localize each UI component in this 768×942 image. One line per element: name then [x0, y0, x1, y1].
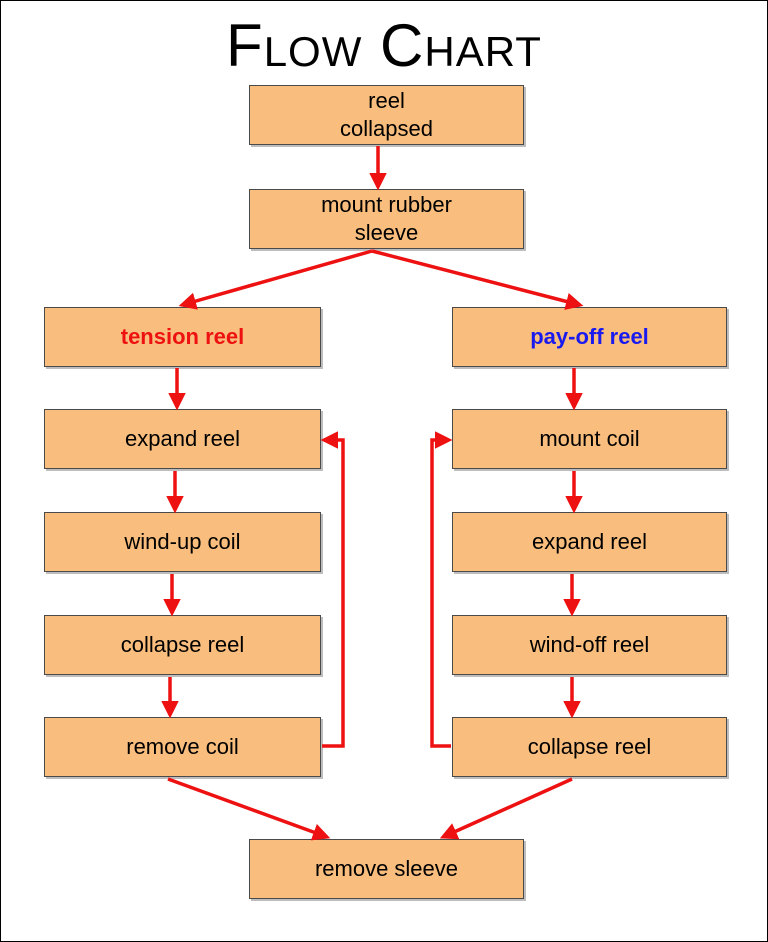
- node-payoff-expand-reel: expand reel: [452, 512, 727, 572]
- node-label: wind-off reel: [529, 632, 650, 657]
- arrow-collapse-to-sleeve: [439, 777, 573, 840]
- node-payoff-reel: pay-off reel: [452, 307, 727, 367]
- node-tension-expand-reel: expand reel: [44, 409, 321, 469]
- node-label: mount coil: [539, 426, 640, 451]
- node-label: remove sleeve: [314, 856, 459, 881]
- node-label: wind-up coil: [124, 529, 241, 554]
- node-label: collapse reel: [527, 734, 652, 759]
- diagram-title: Flow Chart: [226, 12, 542, 79]
- arrow-remove-coil-to-sleeve: [167, 777, 331, 841]
- node-tension-windup-coil: wind-up coil: [44, 512, 321, 572]
- node-remove-sleeve: remove sleeve: [249, 839, 524, 899]
- node-tension-reel: tension reel: [44, 307, 321, 367]
- node-label: collapse reel: [120, 632, 245, 657]
- arrow-sleeve-to-payoff: [371, 249, 584, 310]
- node-payoff-windoff-reel: wind-off reel: [452, 615, 727, 675]
- node-label: expand reel: [125, 426, 240, 451]
- arrow-payoff-loop-back: [430, 431, 453, 748]
- node-payoff-collapse-reel: collapse reel: [452, 717, 727, 777]
- arrow-tension-loop-back: [320, 431, 345, 748]
- node-tension-remove-coil: remove coil: [44, 717, 321, 777]
- arrow-sleeve-to-tension: [178, 249, 373, 310]
- node-label: remove coil: [126, 734, 239, 759]
- node-payoff-mount-coil: mount coil: [452, 409, 727, 469]
- node-tension-collapse-reel: collapse reel: [44, 615, 321, 675]
- node-label: pay-off reel: [530, 324, 649, 349]
- node-label: expand reel: [532, 529, 647, 554]
- node-label: tension reel: [120, 324, 245, 349]
